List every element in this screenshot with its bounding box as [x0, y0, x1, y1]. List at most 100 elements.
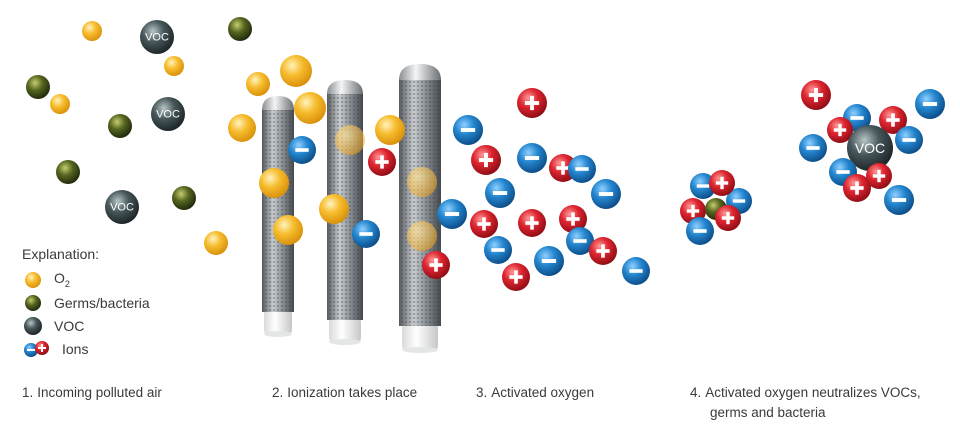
step-2-caption: 2.Ionization takes place	[272, 383, 417, 403]
negative-ion	[622, 257, 650, 285]
oxygen-molecule	[319, 194, 349, 224]
legend-item-voc: VOC	[22, 314, 150, 337]
oxygen-molecule	[204, 231, 228, 255]
positive-ion	[368, 148, 396, 176]
positive-ion	[827, 117, 853, 143]
negative-ion	[352, 220, 380, 248]
oxygen-molecule	[50, 94, 70, 114]
oxygen-molecule	[228, 114, 256, 142]
minus-icon	[444, 212, 460, 216]
legend-item-ions: Ions	[22, 337, 150, 360]
minus-icon	[524, 156, 540, 160]
negative-ion	[686, 217, 714, 245]
legend-label-germs: Germs/bacteria	[54, 294, 150, 311]
negative-ion	[799, 134, 827, 162]
oxygen-molecule	[82, 21, 102, 41]
negative-ion	[453, 115, 483, 145]
oxygen-molecule	[335, 125, 365, 155]
minus-icon	[693, 229, 707, 233]
positive-ion	[517, 88, 547, 118]
minus-icon	[629, 269, 643, 273]
positive-ion	[843, 174, 871, 202]
voc-label: VOC	[145, 32, 169, 44]
positive-ion	[422, 251, 450, 279]
positive-ion	[879, 106, 907, 134]
positive-ion	[801, 80, 831, 110]
step-4-text-line2: germs and bacteria	[710, 405, 826, 420]
minus-icon	[460, 128, 476, 132]
legend-item-germs: Germs/bacteria	[22, 291, 150, 314]
germ	[56, 160, 80, 184]
positive-ion	[559, 205, 587, 233]
step-1-text: Incoming polluted air	[37, 385, 162, 400]
minus-icon	[492, 191, 508, 195]
voc-label: VOC	[156, 109, 180, 121]
minus-icon	[696, 184, 710, 188]
germ	[228, 17, 252, 41]
step-4-number: 4.	[690, 385, 702, 400]
minus-icon	[491, 248, 505, 252]
oxygen-molecule	[407, 167, 437, 197]
negative-ion	[517, 143, 547, 173]
minus-icon	[922, 102, 938, 106]
minus-icon	[850, 116, 864, 120]
minus-icon	[806, 146, 820, 150]
legend-label-ions: Ions	[62, 340, 89, 357]
negative-ion	[288, 136, 316, 164]
minus-icon	[573, 239, 587, 243]
positive-ion	[709, 170, 735, 196]
minus-icon	[295, 148, 309, 152]
positive-ion	[471, 145, 501, 175]
positive-ion	[470, 210, 498, 238]
voc-molecule-icon	[24, 316, 42, 335]
oxygen-molecule	[259, 168, 289, 198]
positive-ion	[518, 209, 546, 237]
legend-label-oxygen: O2	[54, 270, 70, 289]
negative-ion	[534, 246, 564, 276]
minus-icon	[902, 138, 916, 142]
oxygen-molecule	[375, 115, 405, 145]
step-4-text: Activated oxygen neutralizes VOCs,	[705, 385, 921, 400]
ionization-tube-3	[399, 64, 441, 353]
legend-item-oxygen: O2	[22, 268, 150, 291]
germ-icon	[25, 294, 41, 311]
legend: Explanation: O2 Germs/bacteria VOC Ions	[22, 246, 150, 360]
legend-title: Explanation:	[22, 246, 100, 262]
minus-icon	[598, 192, 614, 196]
step-1-caption: 1.Incoming polluted air	[22, 383, 162, 403]
positive-ion	[715, 205, 741, 231]
germ	[108, 114, 132, 138]
minus-icon	[891, 198, 907, 202]
oxygen-molecule	[280, 55, 312, 87]
oxygen-molecule	[164, 56, 184, 76]
voc-molecule: VOC	[847, 125, 893, 171]
germ	[172, 186, 196, 210]
voc-molecule: VOC	[140, 20, 174, 54]
minus-icon	[541, 259, 557, 263]
step-4-caption: 4.Activated oxygen neutralizes VOCs, ger…	[690, 383, 921, 423]
minus-icon	[359, 232, 373, 236]
step-1-number: 1.	[22, 385, 34, 400]
oxygen-molecule	[273, 215, 303, 245]
ionization-tube-1	[262, 96, 294, 337]
negative-ion	[566, 227, 594, 255]
negative-ion	[884, 185, 914, 215]
positive-ion	[502, 263, 530, 291]
negative-ion	[484, 236, 512, 264]
minus-icon	[836, 170, 850, 174]
positive-ion	[866, 163, 892, 189]
minus-icon	[732, 199, 746, 203]
oxygen-molecule-icon	[25, 271, 41, 288]
negative-ion	[895, 126, 923, 154]
negative-ion	[915, 89, 945, 119]
step-3-number: 3.	[476, 385, 488, 400]
negative-ion	[485, 178, 515, 208]
voc-molecule: VOC	[151, 97, 185, 131]
voc-molecule: VOC	[105, 190, 139, 224]
negative-ion	[568, 155, 596, 183]
legend-label-voc: VOC	[54, 317, 85, 334]
step-2-number: 2.	[272, 385, 284, 400]
voc-label: VOC	[855, 140, 885, 156]
step-2-text: Ionization takes place	[287, 385, 418, 400]
